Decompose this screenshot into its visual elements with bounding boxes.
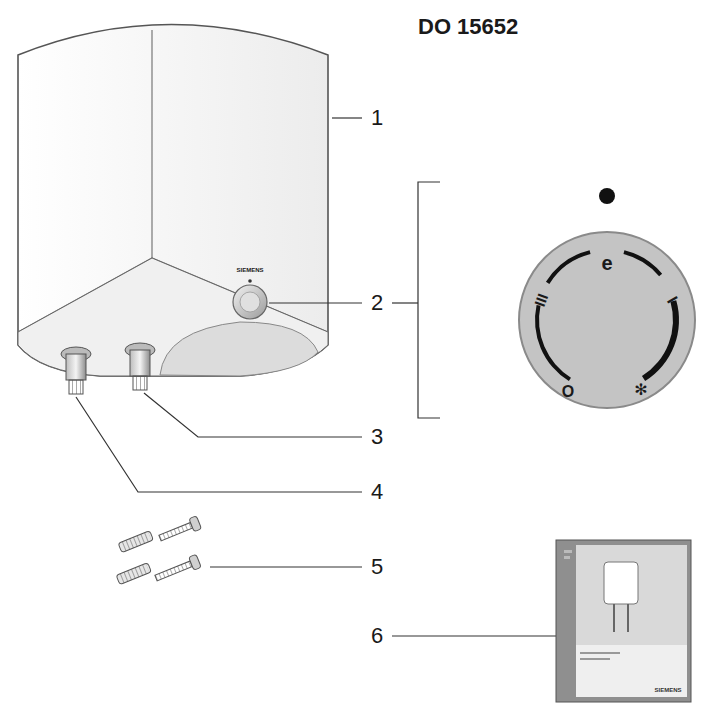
brand-mark: SIEMENS: [654, 687, 681, 693]
callout-number: 6: [371, 625, 383, 647]
callout-number: 1: [371, 107, 383, 129]
dial-symbol: e: [601, 253, 612, 273]
dial-scale-arc: [642, 300, 679, 381]
callout-number: 3: [371, 426, 383, 448]
brand-mark: SIEMENS: [236, 267, 263, 273]
callout-number: 2: [371, 292, 383, 314]
dial-scale-arc: [535, 305, 571, 381]
dial-scale-arc: [623, 250, 662, 276]
callout-number: 4: [371, 481, 383, 503]
water-heater: [18, 25, 328, 377]
leader-lines: [76, 118, 560, 636]
thermostat-dial: [519, 188, 695, 408]
callout-number: 5: [371, 556, 383, 578]
screws-and-plugs: [116, 516, 201, 585]
dial-scale-arc: [546, 250, 591, 284]
dial-symbol: O: [562, 384, 574, 400]
dial-symbol: ✻: [634, 382, 647, 398]
model-title: DO 15652: [418, 16, 518, 38]
instruction-manual: [556, 540, 691, 702]
pipe-fittings: [61, 343, 155, 394]
